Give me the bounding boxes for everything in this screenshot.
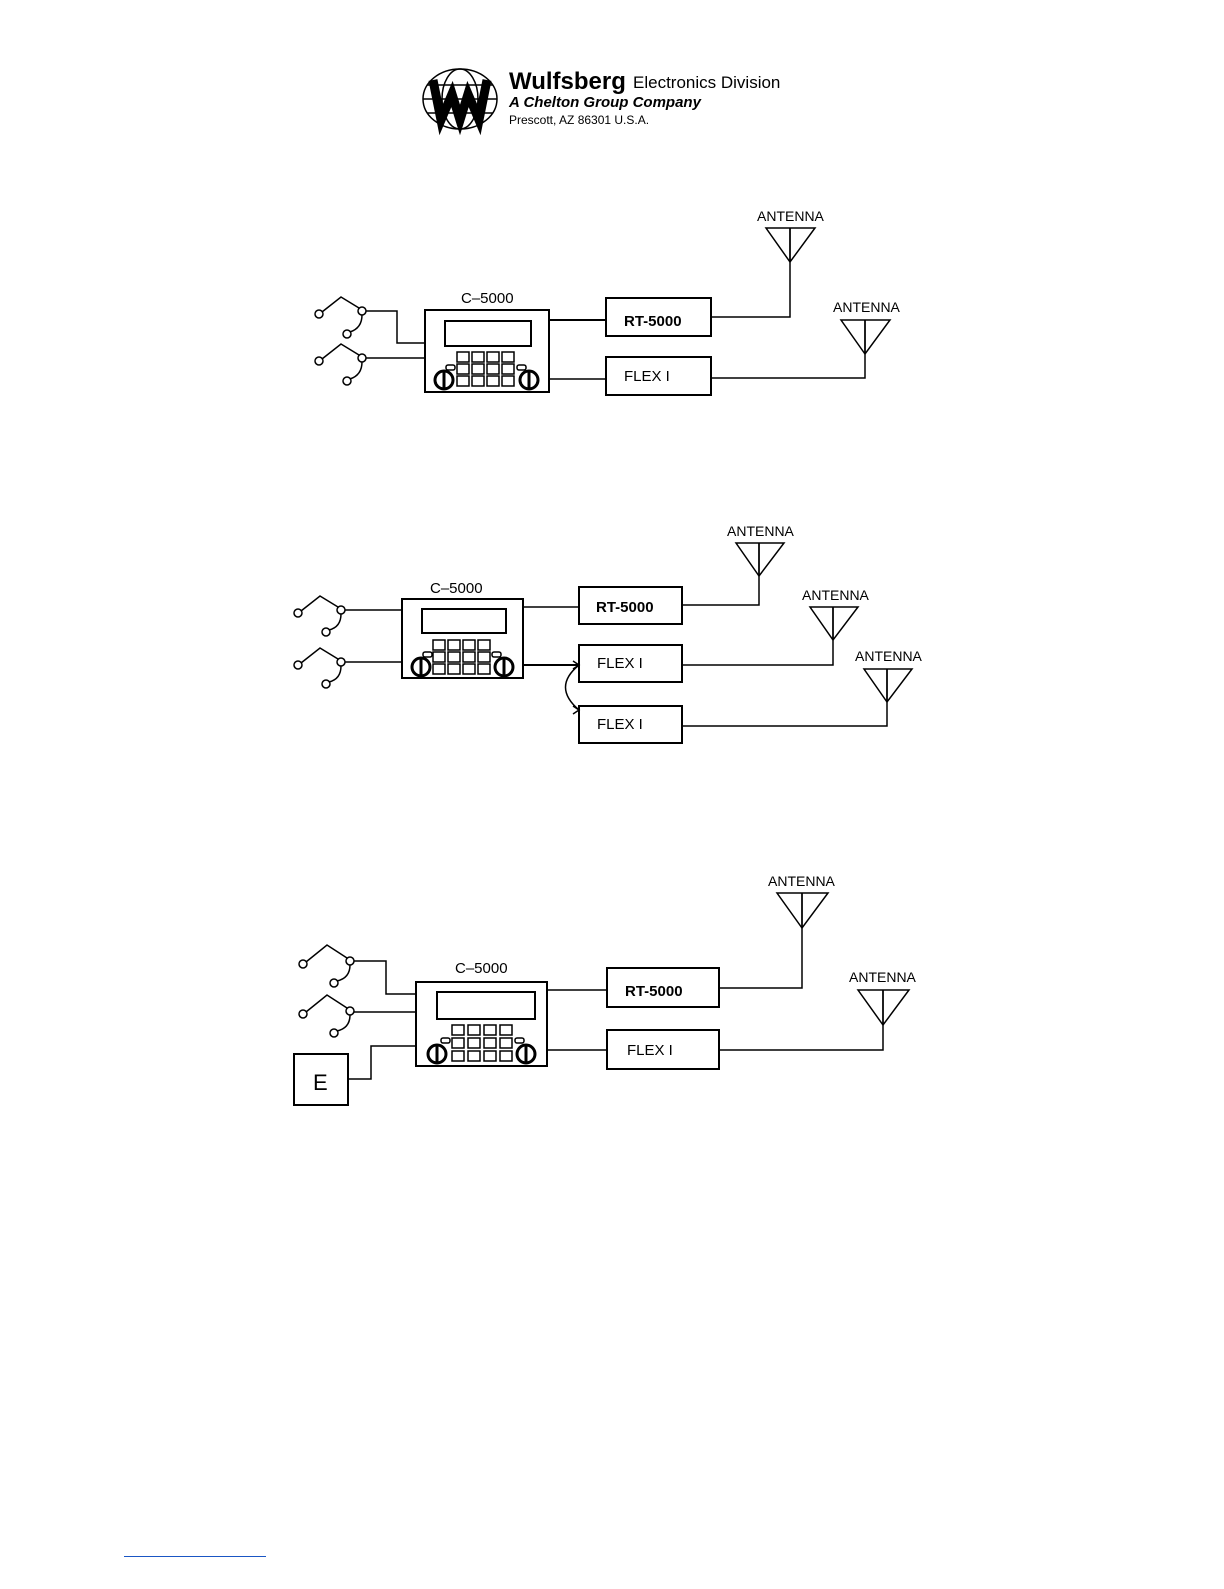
antenna-icon: ANTENNA	[849, 969, 917, 1025]
footnote-rule	[124, 1556, 266, 1557]
flex-unit: FLEX I	[579, 706, 682, 743]
controller-label: C–5000	[461, 290, 514, 307]
globe-logo-icon	[423, 69, 497, 129]
keypad-buttons	[423, 640, 501, 674]
c5000-controller: C–5000	[416, 960, 547, 1066]
antenna-label: ANTENNA	[802, 587, 870, 603]
controller-label: C–5000	[455, 960, 508, 977]
antenna-label: ANTENNA	[849, 969, 917, 985]
switch-icon	[294, 596, 345, 636]
extra-box: E	[294, 1054, 348, 1105]
knob-icon	[495, 658, 513, 676]
rt5000-unit: RT-5000	[579, 587, 682, 624]
switch-icon	[315, 344, 366, 385]
antenna-icon: ANTENNA	[757, 208, 825, 262]
flex-label: FLEX I	[624, 368, 670, 385]
diagram-3: E C–5000 RT-5000 FLEX I	[294, 873, 917, 1105]
switch-icon	[315, 297, 366, 338]
flex-unit: FLEX I	[606, 357, 711, 395]
diagram-1: C–5000 RT-5000 FLEX I ANTENNA ANTENNA	[315, 208, 901, 395]
extra-box-label: E	[313, 1070, 328, 1095]
antenna-label: ANTENNA	[727, 523, 795, 539]
company-logo: Wulfsberg Electronics Division A Chelton…	[423, 68, 780, 129]
keypad-buttons	[446, 352, 526, 386]
flex-unit: FLEX I	[607, 1030, 719, 1069]
company-division: Electronics Division	[633, 73, 780, 92]
c5000-controller: C–5000	[425, 290, 549, 392]
antenna-icon: ANTENNA	[855, 648, 923, 702]
keypad-buttons	[441, 1025, 524, 1061]
rt5000-label: RT-5000	[625, 983, 683, 1000]
switch-icon	[299, 995, 354, 1037]
knob-icon	[412, 658, 430, 676]
antenna-icon: ANTENNA	[768, 873, 836, 928]
antenna-label: ANTENNA	[833, 299, 901, 315]
rt5000-unit: RT-5000	[606, 298, 711, 336]
flex-label: FLEX I	[627, 1042, 673, 1059]
knob-icon	[520, 371, 538, 389]
flex-unit: FLEX I	[579, 645, 682, 682]
c5000-controller: C–5000	[402, 580, 523, 678]
flex-label: FLEX I	[597, 716, 643, 733]
knob-icon	[435, 371, 453, 389]
switch-icon	[299, 945, 354, 987]
knob-icon	[517, 1045, 535, 1063]
company-subtitle: A Chelton Group Company	[508, 94, 702, 111]
company-address: Prescott, AZ 86301 U.S.A.	[509, 113, 649, 127]
company-name: Wulfsberg	[509, 68, 626, 95]
diagram-2: C–5000 RT-5000 FLEX I FLEX I ANTENNA ANT…	[294, 523, 923, 743]
antenna-label: ANTENNA	[768, 873, 836, 889]
antenna-label: ANTENNA	[757, 208, 825, 224]
antenna-icon: ANTENNA	[727, 523, 795, 576]
antenna-icon: ANTENNA	[833, 299, 901, 354]
knob-icon	[428, 1045, 446, 1063]
rt5000-label: RT-5000	[596, 599, 654, 616]
antenna-icon: ANTENNA	[802, 587, 870, 640]
switch-icon	[294, 648, 345, 688]
flex-label: FLEX I	[597, 655, 643, 672]
rt5000-unit: RT-5000	[607, 968, 719, 1007]
antenna-label: ANTENNA	[855, 648, 923, 664]
controller-label: C–5000	[430, 580, 483, 597]
rt5000-label: RT-5000	[624, 313, 682, 330]
